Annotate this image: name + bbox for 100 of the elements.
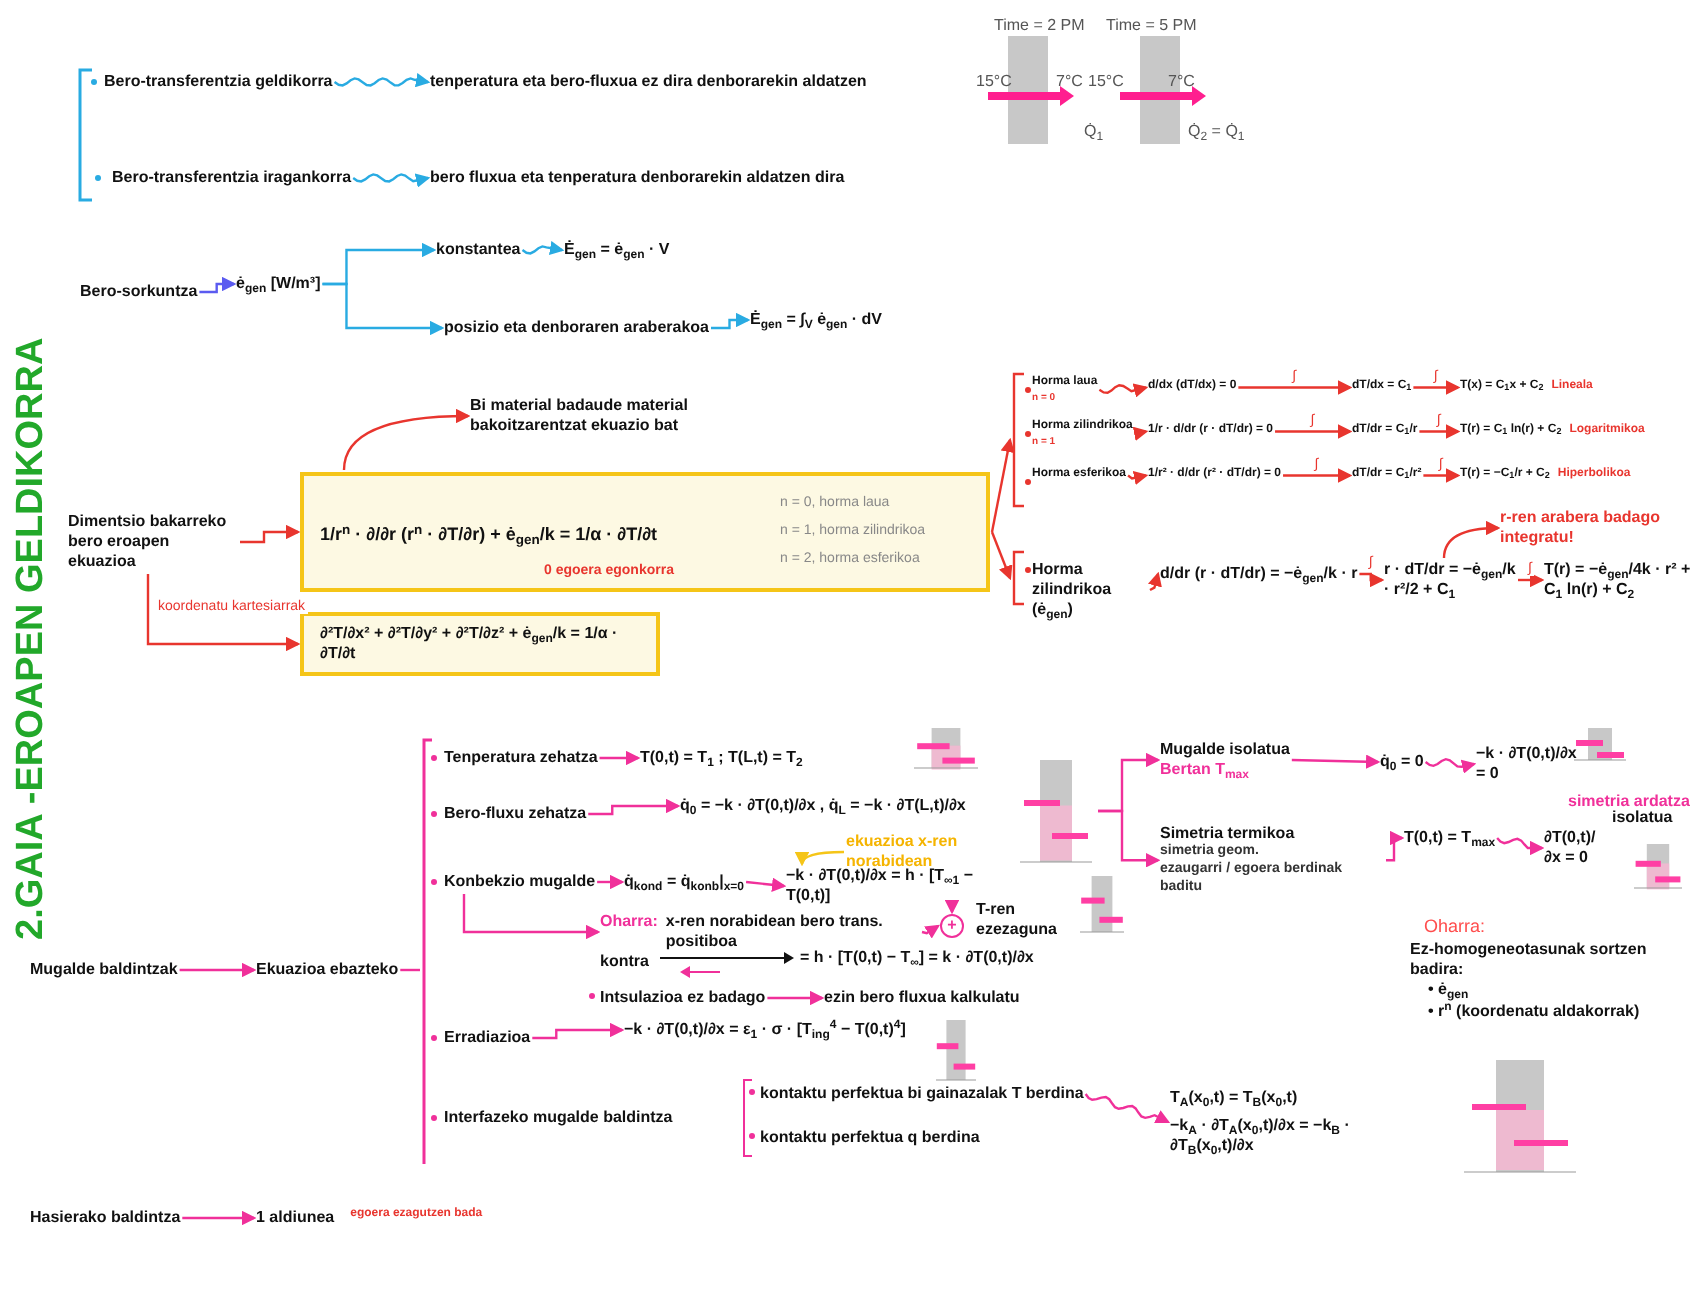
equation: 1/r$^{n}$ · ∂/∂r (r$^{n}$ · ∂T/∂r) + ė$_{gen}$/k = 1/α · ∂T/∂t xyxy=(320,524,660,547)
note-text: posizio eta denboraren araberakoa xyxy=(444,318,709,338)
equation: q̇$_{0}$ = 0 xyxy=(1380,752,1424,772)
arrow xyxy=(1442,521,1501,559)
note-text: isolatua xyxy=(1612,808,1673,828)
note-text: 7°C xyxy=(1056,72,1083,92)
note-text: konstantea xyxy=(436,240,521,260)
arrow xyxy=(796,850,844,867)
note-text: 7°C xyxy=(1168,72,1195,92)
arrow xyxy=(1147,571,1162,592)
equation: Ė$_{gen}$ = ė$_{gen}$ · V xyxy=(564,240,670,260)
equation: T(r) = −ė$_{gen}$/4k · r² + C$_{1}$ ln(r) + C$_{2}$ xyxy=(1544,560,1692,600)
arrow xyxy=(1238,380,1353,395)
note-text: Konbekzio mugalde xyxy=(444,872,596,892)
note-text: • r$^{n}$ (koordenatu aldakorrak) xyxy=(1428,1002,1640,1022)
note-text: Tenperatura zehatza xyxy=(444,748,598,768)
equation: ∂²T/∂x² + ∂²T/∂y² + ∂²T/∂z² + ė$_{gen}$/k = 1/α · ∂T/∂t xyxy=(320,624,620,664)
arrow xyxy=(1283,468,1353,483)
equation: T$_{A}$(x$_{0}$,t) = T$_{B}$(x$_{0}$,t) xyxy=(1170,1088,1300,1108)
arrow xyxy=(462,894,601,940)
note-text: = h · [T(0,t) − T$_{∞}$] = k · ∂T(0,t)/∂x xyxy=(800,948,1034,968)
note-text: Bi material badaude material bakoitzarentzat ekuazio bat xyxy=(470,396,690,436)
note-text: Bero-transferentzia geldikorra xyxy=(104,72,333,92)
note-text: Dimentsio bakarreko bero eroapen ekuazioa xyxy=(68,512,229,572)
note-text: 1 aldiunea xyxy=(256,1208,335,1228)
note-text: Mugalde baldintzak xyxy=(30,960,178,980)
note-text: Bero-transferentzia iragankorra xyxy=(112,168,352,188)
arrow xyxy=(597,874,625,890)
note-text: Oharra: xyxy=(600,912,658,934)
arrow xyxy=(599,750,641,766)
note-text: Time = 2 PM xyxy=(994,16,1085,36)
arrow xyxy=(322,282,445,336)
arrow xyxy=(342,409,471,471)
title: 2.GAIA -EROAPEN GELDIKORRA xyxy=(12,337,50,940)
arrow xyxy=(146,574,301,652)
arrow xyxy=(182,1210,257,1226)
note-text: Hasierako baldintza xyxy=(30,1208,181,1228)
arrow xyxy=(1423,468,1461,483)
note-text: tenperatura eta bero-fluxua ez dira denborarekin aldatzen xyxy=(430,72,867,92)
arrow xyxy=(711,312,751,330)
note-text: ezin bero fluxua kalkulatu xyxy=(824,988,1020,1008)
arrow xyxy=(1098,809,1161,868)
note-text: T-ren ezezaguna xyxy=(976,900,1059,940)
note-text: Bero-fluxu zehatza xyxy=(444,804,587,824)
note-text: ekuazioa x-ren norabidean xyxy=(846,832,960,870)
arrow xyxy=(333,72,431,88)
equation: ∂T(0,t)/∂x = 0 xyxy=(1544,828,1598,868)
arrow xyxy=(1386,830,1405,862)
arrow xyxy=(1424,757,1477,774)
note-text: Time = 5 PM xyxy=(1106,16,1197,36)
note-text: 15°C xyxy=(1088,72,1124,92)
arrow xyxy=(921,924,940,939)
arrow xyxy=(1359,572,1385,588)
note-text: Ekuazioa ebazteko xyxy=(256,960,399,980)
note-text: Bertan T$_{max}$ xyxy=(1160,760,1251,780)
equation: q̇$_{0}$ = −k · ∂T(0,t)/∂x , q̇$_{L}$ = −k · ∂T(L,t)/∂x xyxy=(680,796,966,816)
note-text: kontaktu perfektua bi gainazalak T berdina xyxy=(760,1084,1084,1104)
arrow xyxy=(990,531,1013,581)
equation: −k · ∂T(0,t)/∂x = 0 xyxy=(1476,744,1579,784)
arrow xyxy=(1275,424,1353,439)
note-text: • ė$_{gen}$ xyxy=(1428,980,1469,1000)
note-text: x-ren norabidean bero trans. positiboa xyxy=(665,912,885,950)
note-text: Erradiazioa xyxy=(444,1028,531,1048)
note-text: Mugalde isolatua xyxy=(1160,740,1290,760)
arrow xyxy=(532,1022,625,1040)
arrow xyxy=(240,524,301,544)
note-text: Intsulazioa ez badago xyxy=(600,988,766,1008)
equation: T(0,t) = T$_{max}$ xyxy=(1404,828,1496,848)
equation-box xyxy=(300,472,990,592)
arrow xyxy=(179,962,257,978)
arrow xyxy=(1413,380,1461,395)
arrow xyxy=(944,900,960,915)
equation: ė$_{gen}$ [W/m³] xyxy=(236,274,321,294)
note-text: Horma zilindrikoa (ė$_{gen}$) xyxy=(1032,560,1114,620)
arrow xyxy=(588,798,681,816)
note-text: Simetria termikoa xyxy=(1160,824,1297,843)
equation: −k · ∂T(0,t)/∂x = ε$_{1}$ · σ · [T$_{ing}$$^{4}$ − T(0,t)$^{4}$] xyxy=(624,1020,906,1040)
arrow xyxy=(1084,1093,1171,1124)
arrow xyxy=(1127,470,1149,485)
arrow xyxy=(1132,426,1149,441)
arrow xyxy=(745,877,787,892)
arrow xyxy=(1496,837,1545,856)
arrow xyxy=(352,173,431,188)
note-text: Oharra: xyxy=(1424,916,1486,939)
note-text: Q̇$_{1}$ xyxy=(1084,122,1104,142)
equation: q̇$_{kond}$ = q̇$_{konb}$|$_{x=0}$ xyxy=(624,872,745,892)
note-text: Ez-homogeneotasunak sortzen badira: xyxy=(1410,940,1649,980)
arrow xyxy=(1518,572,1545,588)
equation: −k · ∂T(0,t)/∂x = h · [T$_{∞1}$ − T(0,t)] xyxy=(786,866,976,906)
note-text: simetria ardatza xyxy=(1568,792,1690,810)
equation: T(0,t) = T$_{1}$ ; T(L,t) = T$_{2}$ xyxy=(640,748,803,768)
arrow xyxy=(767,990,825,1006)
note-text: Bero-sorkuntza xyxy=(80,282,198,302)
note-text: r-ren arabera badago integratu! xyxy=(1500,508,1663,548)
equation-box xyxy=(300,612,660,676)
arrow xyxy=(1419,424,1461,439)
arrow xyxy=(199,276,237,294)
equation: r · dT/dr = −ė$_{gen}$/k · r²/2 + C$_{1}$ xyxy=(1384,560,1516,600)
note-text: kontaktu perfektua q berdina xyxy=(760,1128,980,1148)
note-text: kontra xyxy=(600,952,649,972)
